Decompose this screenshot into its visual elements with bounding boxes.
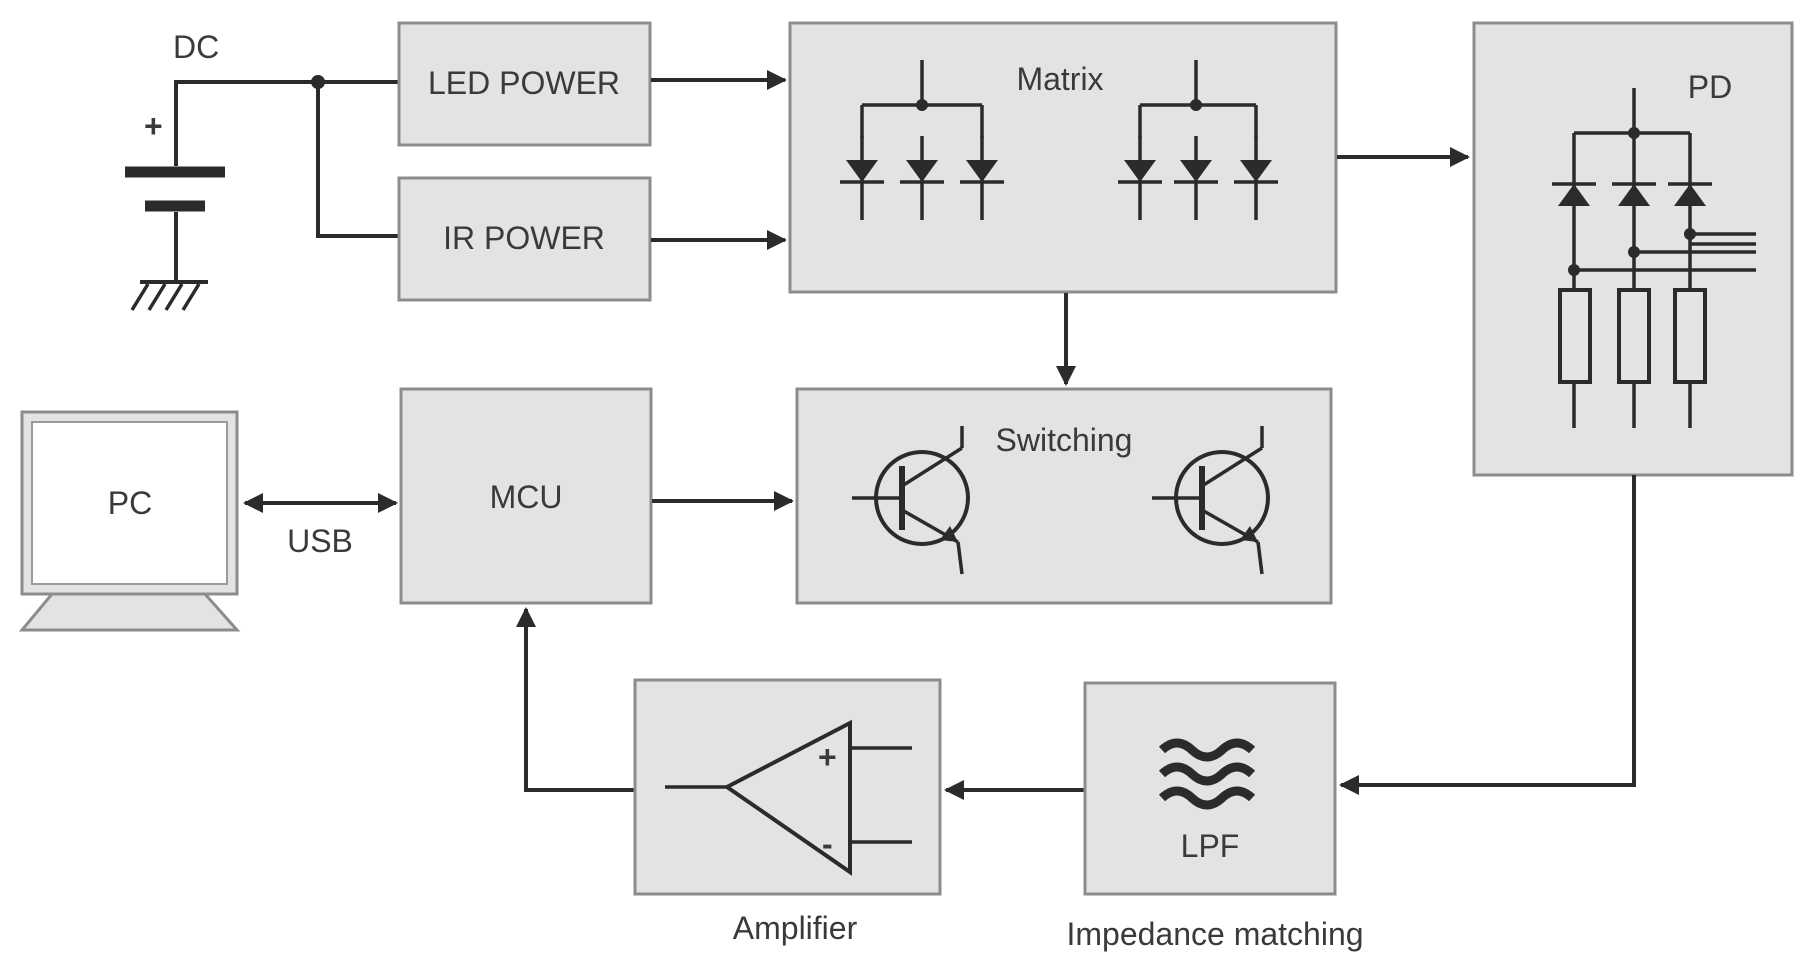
arrow-amplifier-to-mcu [516,607,635,792]
op-amp-icon: + - [665,719,912,876]
mcu-block: MCU [399,387,653,605]
switching-label: Switching [996,422,1133,458]
diode-array-icon [1116,60,1280,222]
op-amp-plus: + [818,739,837,775]
pc-label: PC [108,485,152,521]
led-power-block: LED POWER [397,21,652,147]
diode-array-icon [838,60,1006,222]
pd-label: PD [1688,69,1732,105]
amplifier-block: + - [633,678,942,896]
matrix-block: Matrix [788,21,1338,294]
amplifier-label: Amplifier [733,910,858,946]
lpf-wave-icon [1158,738,1256,810]
ir-power-label: IR POWER [443,220,605,256]
resistor-icon [1558,288,1707,384]
pd-block: PD [1472,21,1794,477]
mcu-label: MCU [490,479,563,515]
svg-text:+: + [144,108,163,144]
switching-block: Switching [795,387,1333,605]
usb-label: USB [287,523,353,559]
dc-label: DC [173,29,219,65]
matrix-label: Matrix [1016,61,1103,97]
led-power-label: LED POWER [428,65,620,101]
impedance-matching-label: Impedance matching [1066,916,1363,952]
lpf-label: LPF [1181,828,1240,864]
op-amp-minus: - [822,826,833,862]
ground-icon [130,280,208,311]
arrow-pd-to-lpf [1339,475,1636,795]
battery-icon: + [125,80,225,282]
dc-wire-ir [316,82,400,238]
ir-power-block: IR POWER [397,176,652,302]
monitor-icon: PC [18,410,241,632]
lpf-block: LPF [1083,681,1337,896]
